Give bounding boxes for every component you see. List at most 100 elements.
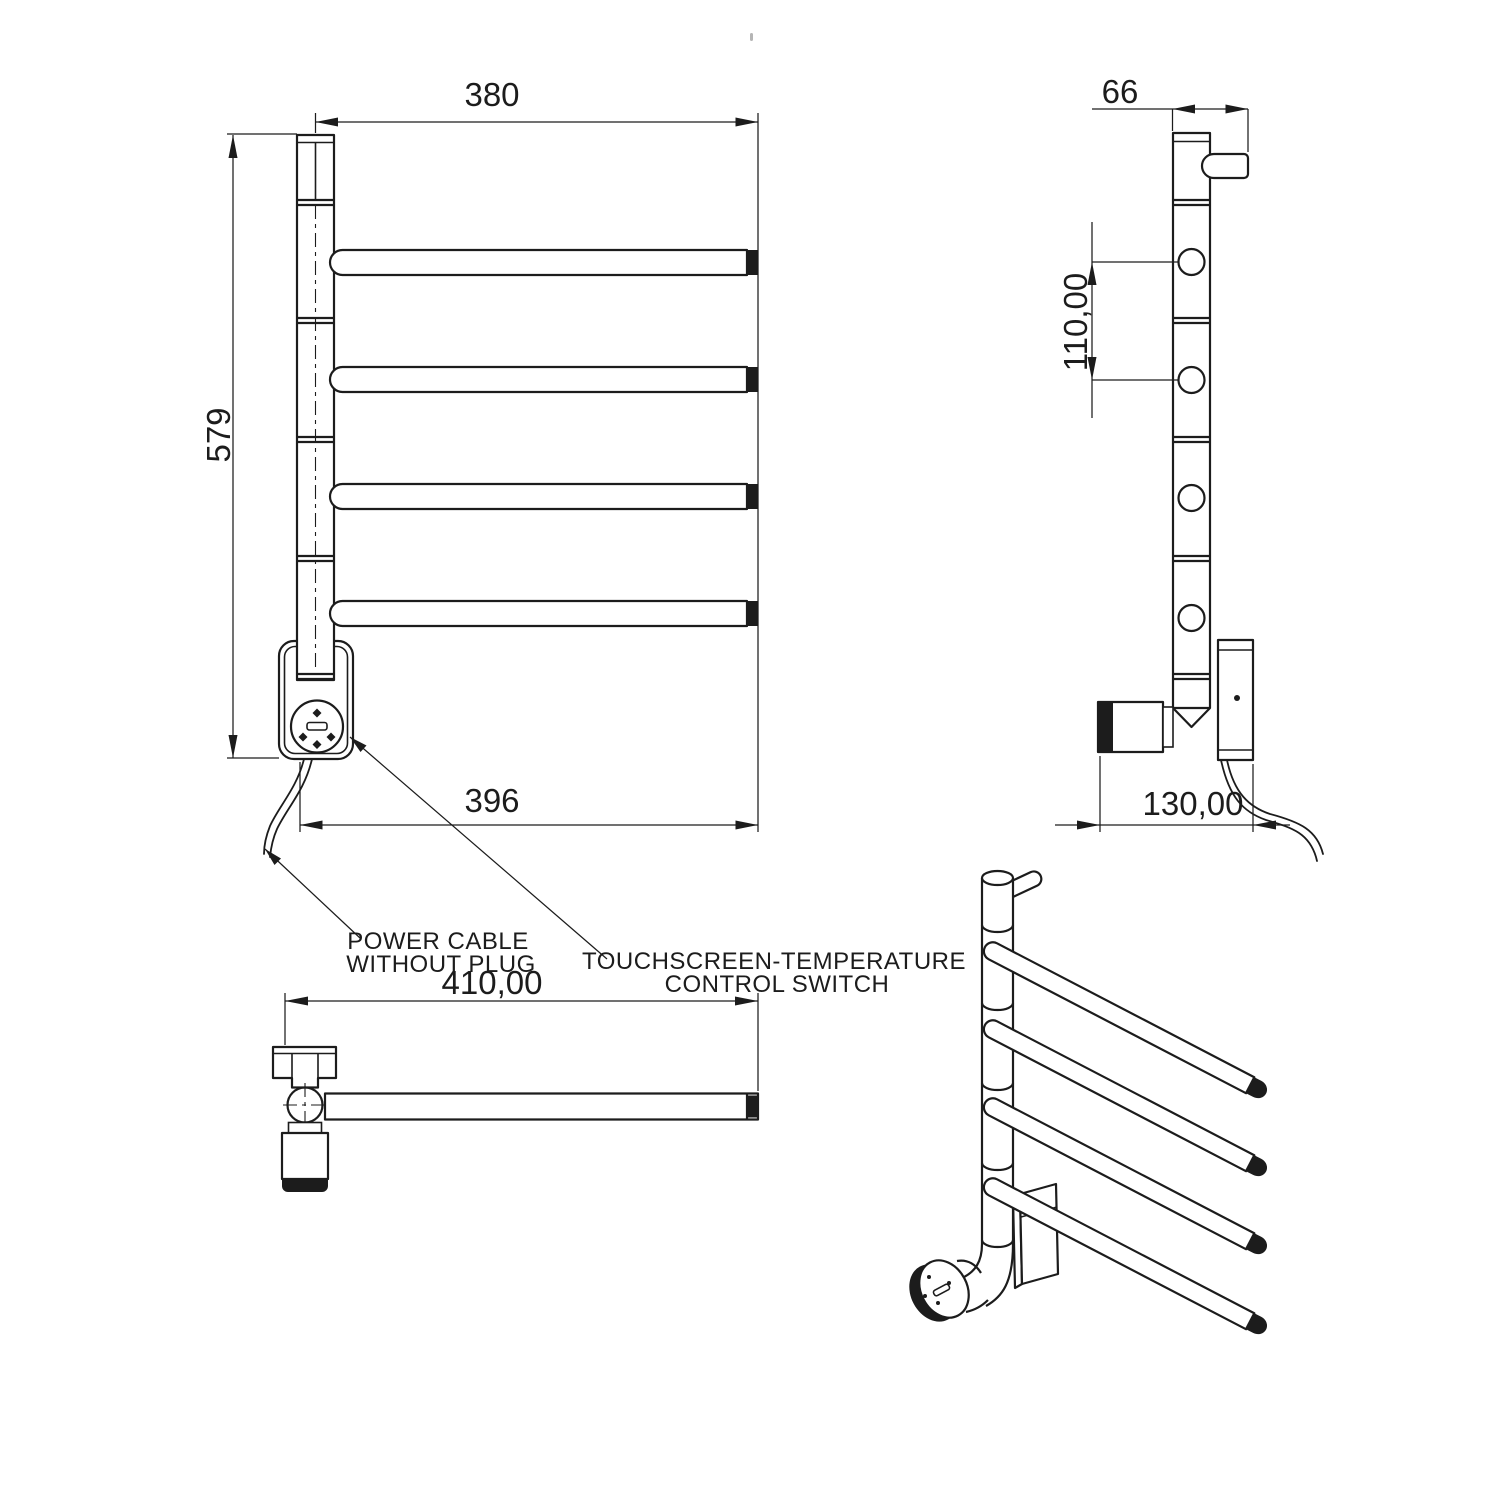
dim-side-rail-spacing: 110,00 [1057, 222, 1178, 418]
top-knob-connector [287, 1121, 323, 1134]
front-arm-3 [328, 482, 749, 511]
front-arm-4-end-cap [747, 601, 758, 626]
side-bracket-screw-hole [1234, 695, 1240, 701]
dim-130-value: 130,00 [1143, 785, 1244, 822]
control-dial-indicator-diamonds [298, 708, 336, 749]
front-arm-1 [328, 248, 749, 277]
dim-side-base-depth: 130,00 [1055, 756, 1290, 832]
dim-110-arrow-bottom [1087, 357, 1097, 380]
persp-knob-bottom-silhouette [965, 1299, 989, 1314]
top-control-unit [280, 1131, 330, 1181]
dim-66-value: 66 [1102, 73, 1139, 110]
dim-110-value: 110,00 [1057, 273, 1094, 371]
front-view: 380 579 396 [200, 76, 759, 858]
persp-arm-3-end-cap [1245, 1233, 1267, 1255]
front-arm-2-end-cap [747, 367, 758, 392]
persp-arm-1-body [982, 941, 1256, 1095]
dim-66-arrow-left [1172, 104, 1195, 114]
dim-side-depth: 66 [1092, 73, 1249, 152]
top-wall-plate-ribs [291, 1053, 319, 1087]
top-view: 410,00 [271, 964, 760, 1192]
dim-130-arrow-left [1077, 820, 1100, 830]
top-control-unit-end-cap [282, 1179, 328, 1192]
perspective-view [909, 869, 1267, 1335]
persp-elbow-top-edge [961, 1243, 984, 1279]
side-wall-bracket-edges [1218, 649, 1253, 751]
side-power-cable-line-2 [1226, 759, 1324, 855]
front-power-cable-line-2 [269, 758, 313, 858]
side-arm-pivot-1 [1177, 247, 1206, 277]
power-cable-leader-arrow [265, 849, 281, 865]
persp-post-top-cap [980, 869, 1015, 887]
callouts: POWER CABLE WITHOUT PLUG TOUCHSCREEN-TEM… [264, 736, 966, 998]
dim-410-value: 410,00 [442, 964, 543, 1001]
side-arm-pivot-2 [1177, 365, 1206, 395]
power-cable-label-line1: POWER CABLE [347, 928, 529, 955]
persp-arm-2 [982, 1019, 1267, 1177]
top-wall-plate [271, 1045, 338, 1089]
front-arm-2 [328, 365, 749, 394]
control-dial-touch-slot [306, 721, 328, 731]
side-arm-pivot-3 [1177, 483, 1206, 513]
persp-arm-1-end-cap [1245, 1077, 1267, 1099]
persp-knob-dot-4 [923, 1294, 927, 1298]
control-switch-label-line2: CONTROL SWITCH [665, 971, 890, 998]
front-arm-4 [328, 599, 749, 628]
dim-579-arrow-bottom [228, 735, 238, 758]
persp-knob-top-silhouette [956, 1259, 982, 1274]
side-wall-mount-arm [1200, 152, 1250, 180]
persp-arm-4-body [982, 1177, 1256, 1331]
side-knob-connector [1162, 706, 1174, 748]
top-arm [323, 1092, 760, 1121]
dim-396-value: 396 [464, 782, 519, 819]
touchscreen-control-dial [289, 699, 345, 754]
persp-knob-touch-slot [932, 1283, 951, 1297]
persp-arm-3-body [982, 1097, 1256, 1251]
front-power-cable-line-1 [263, 758, 305, 855]
dim-130-arrow-right [1253, 820, 1276, 830]
dim-579-arrow-top [228, 135, 238, 158]
speck-artifact [750, 33, 753, 41]
front-arm-3-end-cap [747, 484, 758, 509]
side-post-joints [1173, 198, 1210, 710]
power-cable-leader-line [264, 848, 361, 939]
control-switch-label-line1: TOUCHSCREEN-TEMPERATURE [582, 948, 966, 975]
persp-arm-2-end-cap [1245, 1155, 1267, 1177]
front-arm-1-end-cap [747, 250, 758, 275]
dim-380-arrow-right [735, 117, 758, 127]
dim-110-arrow-top [1087, 262, 1097, 285]
control-switch-leader-arrow [350, 737, 367, 752]
persp-knob-dot-3 [936, 1301, 940, 1305]
dim-380-value: 380 [464, 76, 519, 113]
persp-post-joints [980, 924, 1015, 1249]
dim-front-height: 579 [200, 133, 297, 759]
top-arm-end-cap [747, 1095, 758, 1118]
dim-396-arrow-left [300, 820, 323, 830]
side-control-knob-end-cap [1098, 702, 1113, 752]
side-power-cable-line-1 [1220, 759, 1318, 862]
persp-arm-2-body [982, 1019, 1256, 1173]
dim-front-width-bottom: 396 [299, 762, 758, 832]
persp-arm-4 [982, 1177, 1267, 1335]
persp-arm-1 [982, 941, 1267, 1099]
side-view: 66 110,00 130,00 [1055, 73, 1324, 862]
dim-110-ext-lines [1092, 261, 1178, 381]
power-cable-label-line2: WITHOUT PLUG [346, 951, 536, 978]
dim-top-total-reach: 410,00 [284, 964, 759, 1091]
persp-arm-4-end-cap [1245, 1313, 1267, 1335]
persp-knob-dot-1 [927, 1275, 931, 1279]
persp-arm-3 [982, 1097, 1267, 1255]
dim-66-arrow-right [1225, 104, 1248, 114]
dim-380-arrow-left [315, 117, 338, 127]
side-post [1171, 131, 1212, 729]
dim-410-arrow-left [285, 996, 308, 1006]
dim-396-arrow-right [735, 820, 758, 830]
persp-elbow-bottom-edge [985, 1243, 1015, 1307]
dim-579-value: 579 [200, 407, 237, 462]
side-arm-pivot-4 [1177, 603, 1206, 633]
persp-knob-dot-2 [947, 1281, 951, 1285]
control-switch-leader-line [349, 736, 608, 960]
dim-front-width-top: 380 [314, 76, 759, 832]
